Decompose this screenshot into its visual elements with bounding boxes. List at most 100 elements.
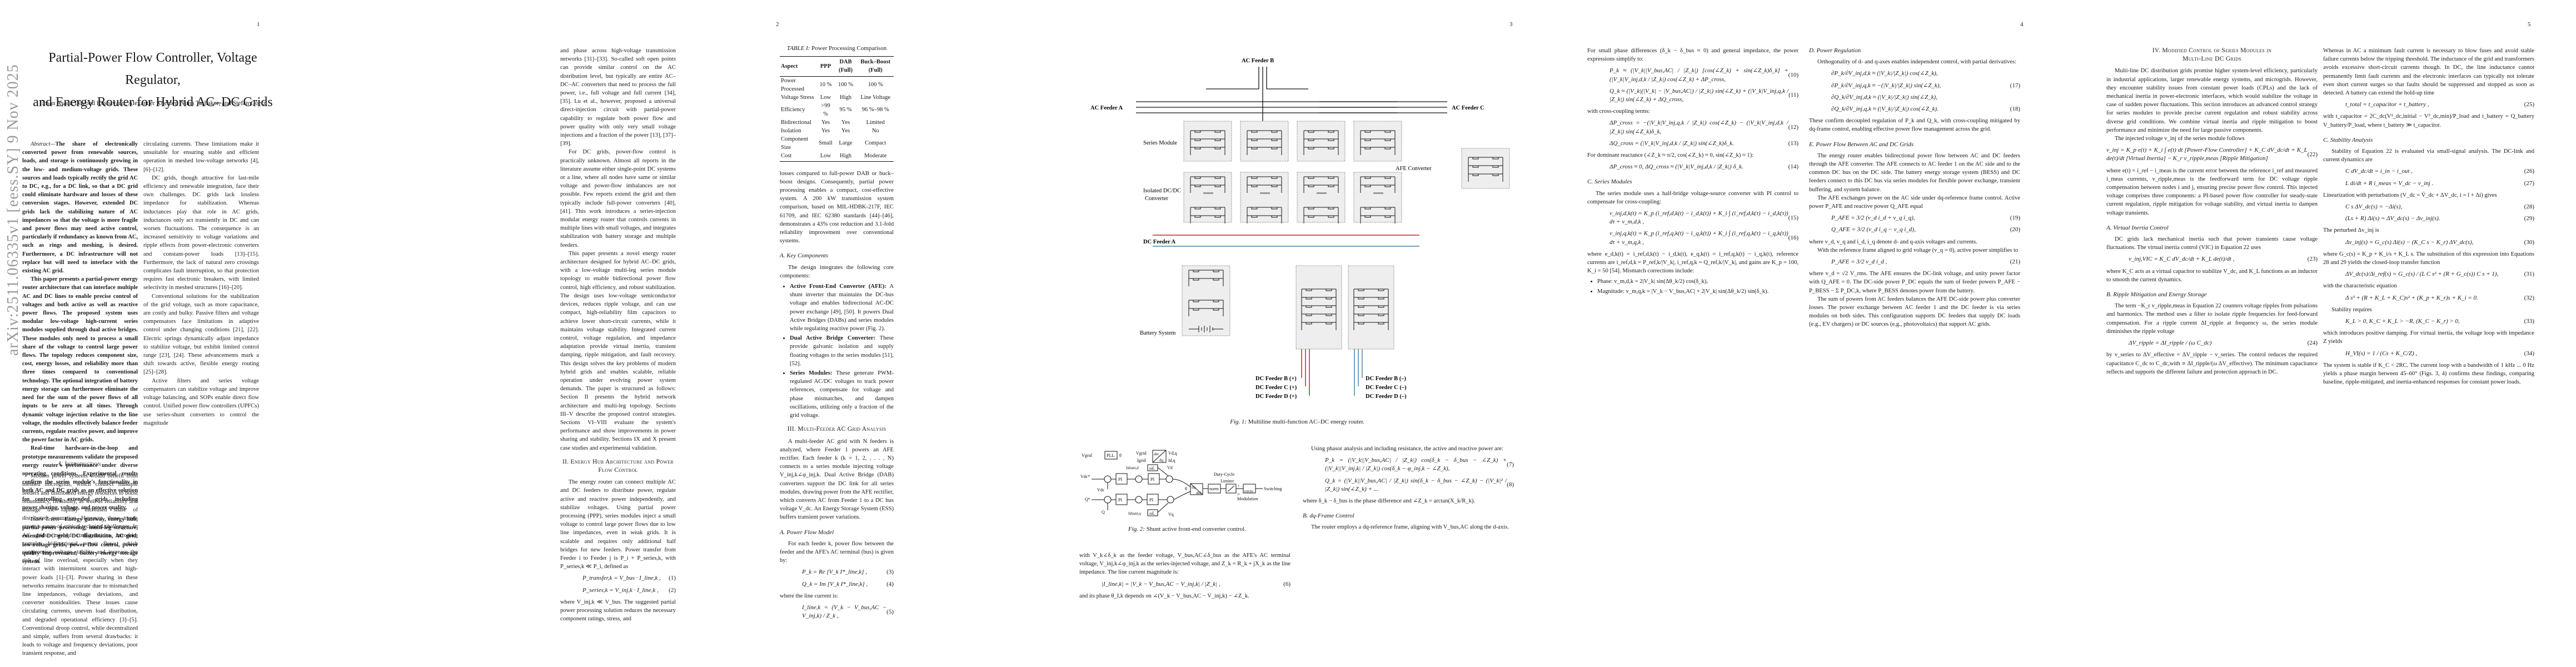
series-module-bridge — [1303, 130, 1339, 155]
sum-node-4 — [1104, 496, 1112, 504]
label-theta: θ — [1119, 453, 1122, 458]
table-cell: Bidirectional — [781, 119, 811, 126]
table-cell: 100 % — [868, 82, 883, 88]
label-zero: 0 — [1238, 493, 1239, 496]
page5-col1: IV. Modified Control of Series Modules i… — [2106, 47, 2318, 376]
afe-converter-box — [1461, 148, 1510, 189]
p4c2-p4: The AFE exchanges power on the AC side u… — [1809, 195, 2020, 210]
index-terms-label: Index Terms— — [31, 516, 65, 522]
table-cell: Power Processed — [781, 77, 804, 92]
list-item: Magnitude: v_m,q,k = |V_k − V_bus,AC| + … — [1597, 287, 1798, 296]
label-dc-feeder-b-pos: DC Feeder B (+) — [1255, 376, 1297, 382]
equation-6: |I_line,k| = |V_k − V_bus,AC − V_inj,k| … — [1102, 580, 1291, 588]
label-vgrid: Vgrid — [1082, 453, 1092, 458]
equation-25: t_total = t_capacitor + t_battery ,(25) — [2345, 101, 2534, 108]
p4-p4: The series module uses a half-bridge vol… — [1587, 190, 1798, 205]
table-header-cell: Buck–Boost (Full) — [857, 56, 894, 77]
abstract-p1: The share of electronically converted po… — [22, 141, 138, 275]
p1c2-p3: Conventional solutions for the stabiliza… — [143, 293, 259, 376]
dab-secondary-bridge — [1303, 207, 1339, 223]
table-cell: 95 % — [839, 107, 852, 113]
table-cell: High — [834, 151, 858, 162]
equation-17b: ∂P_k/∂V_inj,q,k ≈ −(|V_k|/|Z_k|) sin(∠Z_… — [1831, 82, 2020, 89]
p5-p3: where e(t) = i_ref − i_meas is the curre… — [2106, 167, 2318, 216]
label-ac-feeder-b: AC Feeder B — [1242, 58, 1274, 64]
p3c2-p2: where δ_k − δ_bus is the phase differenc… — [1303, 498, 1476, 505]
dc-feeders-positive-lines — [1301, 349, 1310, 396]
list-item: Dual Active Bridge Converter: These prov… — [790, 334, 894, 368]
equation-3: P_k = Re [V_k I*_line,k] ,(3) — [802, 569, 894, 576]
equation-20: Q_AFE = 3/2 (v_d i_q − v_q i_d),(20) — [1831, 226, 2020, 233]
series-module-bridge — [1247, 130, 1282, 155]
label-switching: Switching — [1264, 486, 1282, 491]
p4-p1: For small phase differences (δ_k − δ_bus… — [1587, 48, 1798, 63]
pfm-p1: For each feeder k, power flow between th… — [780, 540, 894, 564]
abstract-p3: Real-time hardware-in-the-loop and proto… — [22, 445, 138, 511]
figure-1-caption: Fig. 1: Multiline multi-function AC–DC e… — [1230, 419, 1364, 425]
table-cell: High — [840, 94, 852, 101]
table-cell: Compact — [865, 140, 886, 147]
section-1-title: I. Introduction — [59, 461, 101, 467]
dab-secondary-bridge — [1190, 207, 1225, 223]
abstract: Abstract—The share of electronically con… — [22, 140, 138, 566]
transformer-core — [1260, 192, 1270, 194]
transformer-core — [1203, 192, 1213, 194]
title-line-2: and Energy Router for Hybrid AC–DC Grids — [33, 95, 273, 109]
dc-series-module-negative-box — [1348, 265, 1394, 350]
p2c1-p2: For DC grids, power-flow control is prac… — [560, 149, 676, 248]
p5c2-p10: The system is stable if K_C < 2RC. The c… — [2323, 362, 2534, 386]
p5c2-p2: with t_capacitor = 2C_dc(V²_dc,initial −… — [2323, 113, 2534, 128]
equation-19: P_AFE = 3/2 (v_d i_d + v_q i_q),(19) — [1831, 215, 2020, 222]
label-dc-feeder-c-pos: DC Feeder C (+) — [1255, 385, 1297, 391]
abstract-label: Abstract— — [31, 141, 56, 147]
page-number: 4 — [2020, 21, 2024, 28]
page1-col2: circulating currents. These limitations … — [143, 140, 259, 427]
sec3-p1: A multi-feeder AC grid with N feeders is… — [780, 438, 894, 521]
page3-col2: Using phasor analysis and including resi… — [1303, 445, 1514, 532]
p4c2-p6: With the reference frame aligned to grid… — [1817, 247, 2019, 253]
label-pi-1: PI — [1118, 477, 1122, 482]
afe-bridge — [1468, 157, 1503, 182]
p4-p2: with cross-coupling terms: — [1587, 108, 1650, 115]
label-vgrid-2: Vgrid — [1136, 451, 1147, 456]
series-module-box — [1353, 121, 1402, 162]
transformer-core — [1317, 192, 1327, 194]
label-afe-converter: AFE Converter — [1396, 166, 1432, 172]
list-item: Phase: v_m,d,k = 2|V_k| sin(Δθ_k/2) cos(… — [1597, 277, 1798, 286]
battery-dab-bridge-2 — [1188, 300, 1224, 316]
equation-1: P_transfer,k = V_bus · I_line,k ,(1) — [582, 575, 676, 582]
page4-col2: D. Power Regulation Orthogonality of d- … — [1809, 47, 2020, 329]
table-cell: Moderate — [857, 151, 894, 162]
label-limiter: Limiter — [1220, 479, 1234, 484]
table-cell: 10 % — [819, 82, 832, 88]
p5c2-p9: which introduces positive damping. For v… — [2323, 330, 2534, 345]
table-1-caption: TABLE I: Power Processing Comparison — [786, 45, 887, 52]
paper-title: Partial-Power Flow Controller, Voltage R… — [22, 47, 283, 113]
p5-p7: by v_series to ΔV_effective = ΔV_ripple … — [2106, 352, 2318, 375]
p5c2-p6: where G_c(s) = K_p + K_i/s + K_L s. The … — [2323, 251, 2534, 266]
key-components-list: Active Front-End Converter (AFE): A shun… — [790, 282, 894, 420]
table-cell: Large — [839, 140, 853, 147]
table-cell: Voltage Stress — [781, 94, 814, 101]
sum-node-3 — [1165, 475, 1173, 483]
p3c2-p1: Using phasor analysis and including resi… — [1311, 446, 1503, 452]
label-dc-feeder-d-neg: DC Feeder D (–) — [1366, 394, 1407, 400]
equation-12: ΔP_cross = −(|V_k|V_inj,q,k / |Z_k|) cos… — [1610, 120, 1798, 135]
equation-26: C dV_dc/dt = i_in − i_out ,(26) — [2345, 168, 2534, 175]
power-flow-ac-dc-title: E. Power Flow Between AC and DC Grids — [1809, 141, 1914, 148]
dc-series-module-positive-box — [1296, 265, 1342, 350]
title-line-1: Partial-Power Flow Controller, Voltage R… — [48, 51, 257, 87]
battery-dab-bridge-1 — [1188, 270, 1224, 286]
equation-32: Δ s³ + (R + K_L + K_C)s² + (K_p + K_r)s … — [2345, 294, 2534, 301]
label-ac-feeder-c: AC Feeder C — [1452, 105, 1484, 111]
label-igrid: Igrid — [1137, 458, 1146, 463]
label-dc-feeder-d-pos: DC Feeder D (+) — [1255, 394, 1297, 400]
p5c2-p5: The perturbed Δv_inj is — [2323, 227, 2379, 234]
p5-p4: DC grids lack mechanical inertia such th… — [2106, 236, 2318, 251]
p4c2-p8: The sum of powers from AC feeders balanc… — [1809, 296, 2020, 328]
p2c2-p1: losses compared to full-power DAB or buc… — [780, 170, 894, 245]
